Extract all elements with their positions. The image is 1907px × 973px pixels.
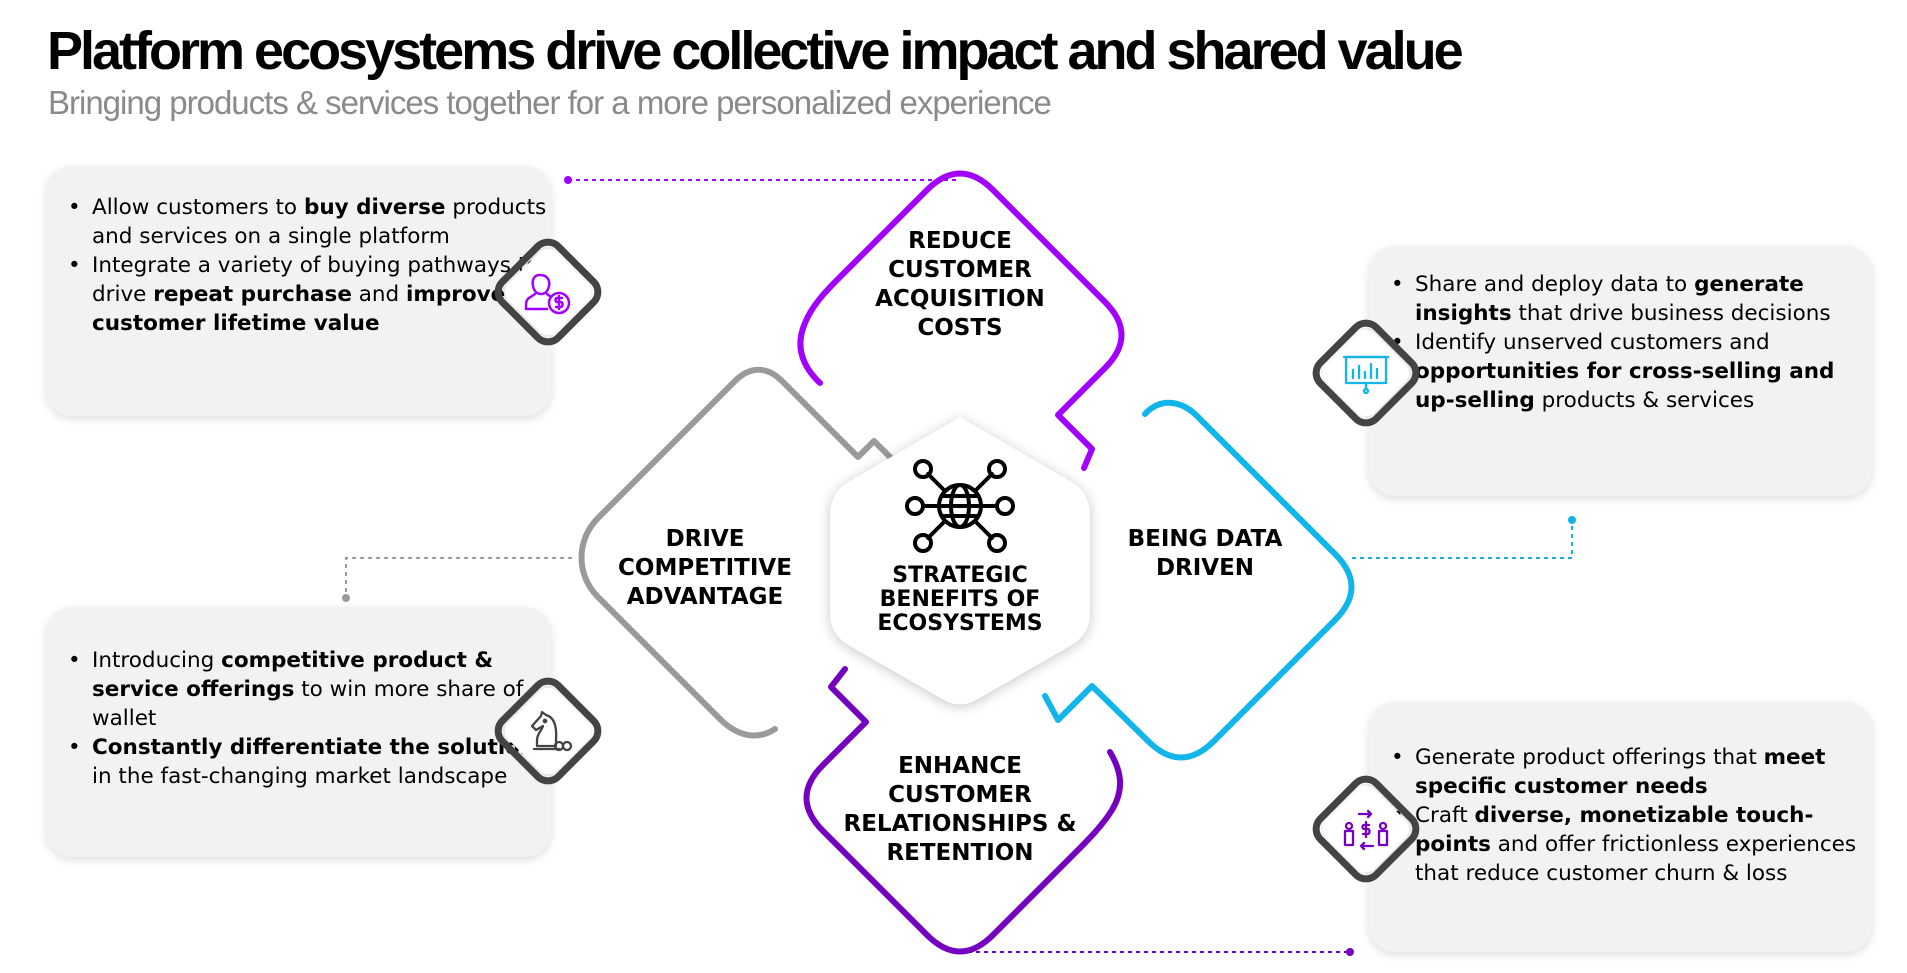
bullet-emphasis: generate insights (1415, 272, 1804, 326)
bullet-text: Introducing (92, 648, 222, 673)
bullet-emphasis: competitive product & service offerings (92, 648, 494, 702)
bullet-text: in the fast-changing market landscape (92, 764, 508, 789)
bullet-text: and (351, 282, 407, 307)
bullet-text: to win more share of wallet (92, 677, 524, 731)
benefit-list: Share and deploy data to generate insigh… (1369, 270, 1872, 415)
petal-bottom-outline (803, 666, 1124, 955)
benefit-card-top-left: Allow customers to buy diverse products … (46, 166, 551, 416)
bullet-text: that drive business decisions (1511, 301, 1831, 326)
bullet-emphasis: opportunities for cross-selling and up-s… (1415, 359, 1835, 413)
bullet-emphasis: Constantly differentiate the solutions (92, 735, 549, 760)
hub-hexagon (830, 417, 1090, 705)
petal-left-outline (578, 366, 895, 739)
bullet-text: Share and deploy data to (1415, 272, 1695, 297)
petal-label-data-driven: BEING DATA DRIVEN (1127, 526, 1283, 581)
connector-bottom-left (345, 557, 572, 598)
bullet-text: products and services on a single platfo… (92, 195, 547, 249)
petal-label-customer-relationships: ENHANCE CUSTOMER RELATIONSHIPS & RETENTI… (843, 753, 1077, 866)
bullet-text: Identify unserved customers and (1415, 330, 1770, 355)
bullet-text: Generate product offerings that (1415, 745, 1764, 770)
petal-label-reduce-acquisition-costs: REDUCE CUSTOMER ACQUISITION COSTS (875, 228, 1045, 341)
bullet-emphasis: repeat purchase (153, 282, 352, 307)
globe-network-icon (905, 459, 1015, 553)
bullet-item: Introducing competitive product & servic… (46, 646, 551, 733)
page-title: Platform ecosystems drive collective imp… (47, 21, 1464, 81)
benefit-list: Generate product offerings that meet spe… (1369, 743, 1872, 888)
connector-dot-top-right (1568, 516, 1576, 524)
bullet-emphasis: buy diverse (303, 195, 446, 220)
petal-right-outline (1042, 399, 1355, 761)
bullet-item: Craft diverse, monetizable touch-points … (1369, 801, 1872, 888)
bullet-item: Integrate a variety of buying pathways t… (46, 251, 551, 338)
benefit-list: Introducing competitive product & servic… (46, 646, 551, 791)
bullet-item: Allow customers to buy diverse products … (46, 193, 551, 251)
page-subtitle: Bringing products & services together fo… (48, 84, 1052, 121)
people-exchange-icon (1343, 809, 1389, 851)
bullet-item: Share and deploy data to generate insigh… (1369, 270, 1872, 328)
badge-customer-dollar (487, 231, 609, 353)
connector-dot-bottom-left (342, 594, 350, 602)
bullet-item: Generate product offerings that meet spe… (1369, 743, 1872, 801)
presentation-chart-icon (1342, 355, 1390, 395)
benefit-card-bottom-right: Generate product offerings that meet spe… (1369, 702, 1872, 952)
benefit-list: Allow customers to buy diverse products … (46, 193, 551, 338)
bullet-text: Allow customers to (92, 195, 304, 220)
bullet-item: Identify unserved customers and opportun… (1369, 328, 1872, 415)
petal-label-competitive-advantage: DRIVE COMPETITIVE ADVANTAGE (618, 526, 792, 610)
bullet-emphasis: improve customer lifetime value (92, 282, 506, 336)
connector-dot-top-left (564, 176, 572, 184)
benefit-card-top-right: Share and deploy data to generate insigh… (1369, 246, 1872, 496)
bullet-text: and offer frictionless experiences that … (1415, 832, 1857, 886)
hub-label: STRATEGIC BENEFITS OF ECOSYSTEMS (877, 563, 1043, 636)
bullet-text: products & services (1534, 388, 1755, 413)
bullet-text: Craft (1415, 803, 1475, 828)
bullet-text: Integrate a variety of buying pathways t… (92, 253, 540, 307)
badge-people-exchange (1305, 768, 1427, 890)
customer-dollar-icon (524, 273, 571, 315)
petal-top-outline (797, 170, 1125, 471)
chess-knight-icon (530, 710, 573, 752)
bullet-emphasis: meet specific customer needs (1415, 745, 1826, 799)
bullet-emphasis: diverse, monetizable touch-points (1415, 803, 1814, 857)
badge-chess-knight (487, 670, 609, 792)
badge-presentation-chart (1305, 312, 1427, 434)
connector-top-right (1352, 520, 1573, 559)
benefit-card-bottom-left: Introducing competitive product & servic… (46, 607, 551, 857)
bullet-item: Constantly differentiate the solutions i… (46, 733, 551, 791)
connector-dot-bottom-right (1346, 948, 1354, 956)
